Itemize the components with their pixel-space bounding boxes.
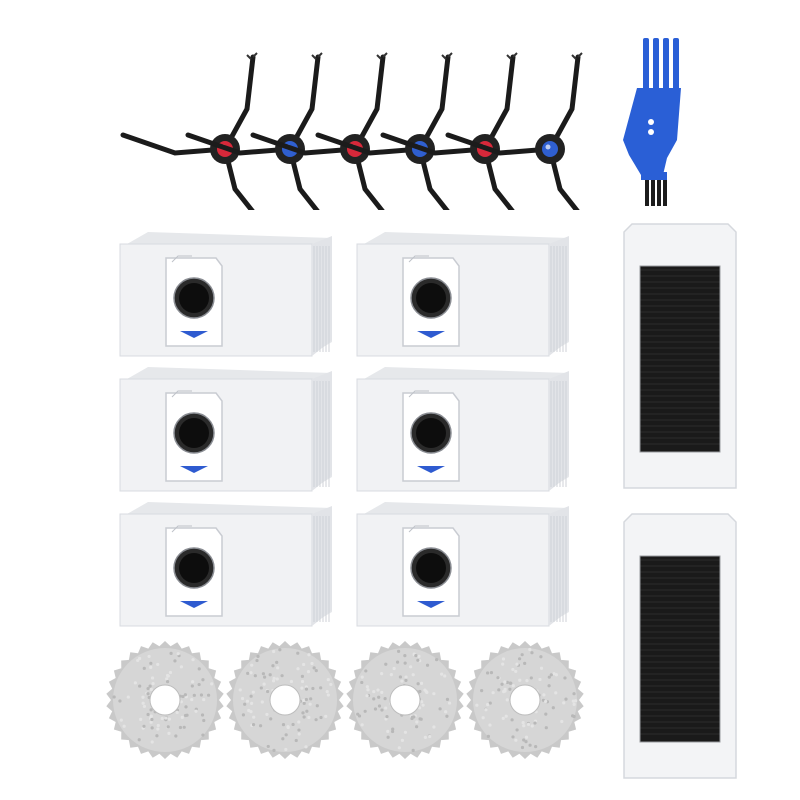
hepa-filter: [622, 512, 740, 787]
mop-pad: [343, 638, 467, 762]
mop-pad: [103, 638, 227, 762]
dust-bag: [355, 230, 575, 365]
mop-pad: [223, 638, 347, 762]
dust-bag: [118, 365, 338, 500]
mop-pad: [463, 638, 587, 762]
dust-bag: [118, 500, 338, 635]
dust-bag: [355, 365, 575, 500]
cleaning-tool: [615, 30, 700, 210]
dust-bag: [355, 500, 575, 635]
dust-bag: [118, 230, 338, 365]
hepa-filter: [622, 222, 740, 497]
side-brush: [430, 40, 620, 210]
